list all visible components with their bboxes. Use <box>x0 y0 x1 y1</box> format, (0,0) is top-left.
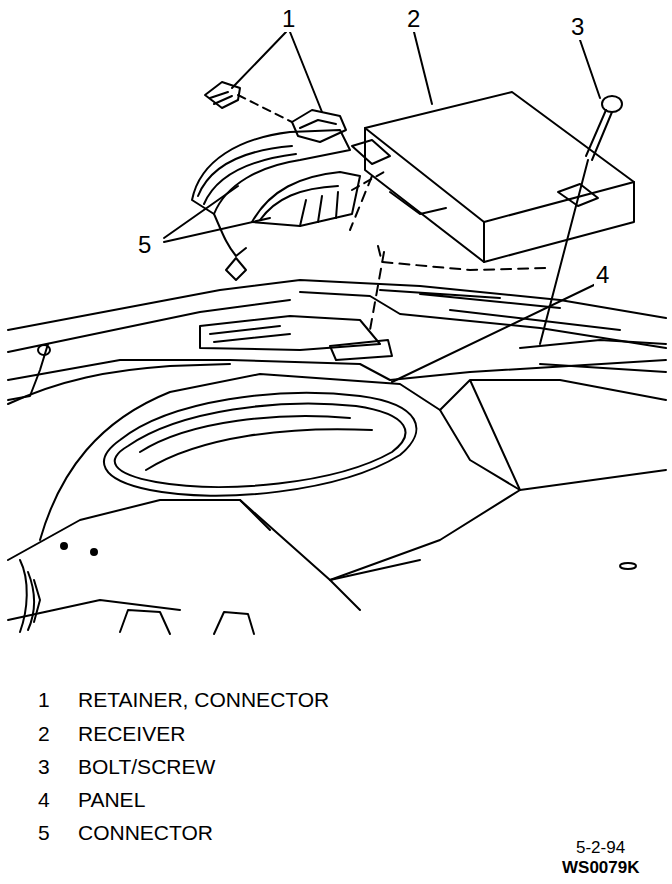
date-stamp: 5-2-94 <box>574 838 627 857</box>
legend-number: 1 <box>36 688 52 711</box>
legend-number: 3 <box>36 755 52 778</box>
leader-lines <box>164 32 600 382</box>
harness-connectors <box>192 130 384 280</box>
legend-number: 2 <box>36 722 52 745</box>
callout-number: 3 <box>569 14 586 40</box>
callout-number: 4 <box>594 262 611 288</box>
legend-number: 5 <box>36 821 52 844</box>
figure-code: WS0079K <box>560 858 641 877</box>
receiver-box <box>352 92 634 262</box>
callout-number: 1 <box>280 6 297 32</box>
part-name: PANEL <box>76 788 147 811</box>
callout-number: 2 <box>405 6 422 32</box>
panel <box>8 280 666 634</box>
alignment-lines <box>350 176 548 330</box>
callout-number: 5 <box>136 232 153 258</box>
connector-retainer <box>205 82 346 142</box>
part-name: RETAINER, CONNECTOR <box>76 688 331 711</box>
part-name: RECEIVER <box>76 722 187 745</box>
legend-number: 4 <box>36 788 52 811</box>
part-name: BOLT/SCREW <box>76 755 217 778</box>
part-name: CONNECTOR <box>76 821 215 844</box>
